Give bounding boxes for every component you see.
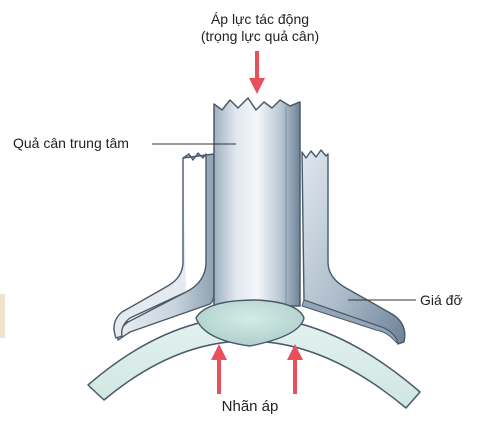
holder-right-inner-face	[301, 299, 399, 345]
force-label-line1: Áp lực tác động	[210, 11, 310, 27]
pressure-arrow-right	[287, 344, 303, 394]
central-weight-label: Quả cân trung tâm	[13, 135, 129, 151]
eye-pressure-label: Nhãn áp	[221, 398, 279, 415]
holder-right	[301, 149, 406, 345]
central-weight-rod	[213, 97, 301, 307]
force-arrow	[249, 51, 265, 94]
pressure-arrow-left	[211, 344, 227, 394]
holder-left-arm	[113, 158, 187, 339]
force-label: Áp lực tác động (trọng lực quả cân)	[150, 11, 370, 45]
page-edge-tab	[0, 294, 5, 338]
eyeball-surface	[87, 315, 421, 409]
force-label-line2: (trọng lực quả cân)	[200, 28, 320, 44]
holder-label: Giá đỡ	[420, 292, 463, 308]
plunger-foot	[195, 299, 305, 347]
